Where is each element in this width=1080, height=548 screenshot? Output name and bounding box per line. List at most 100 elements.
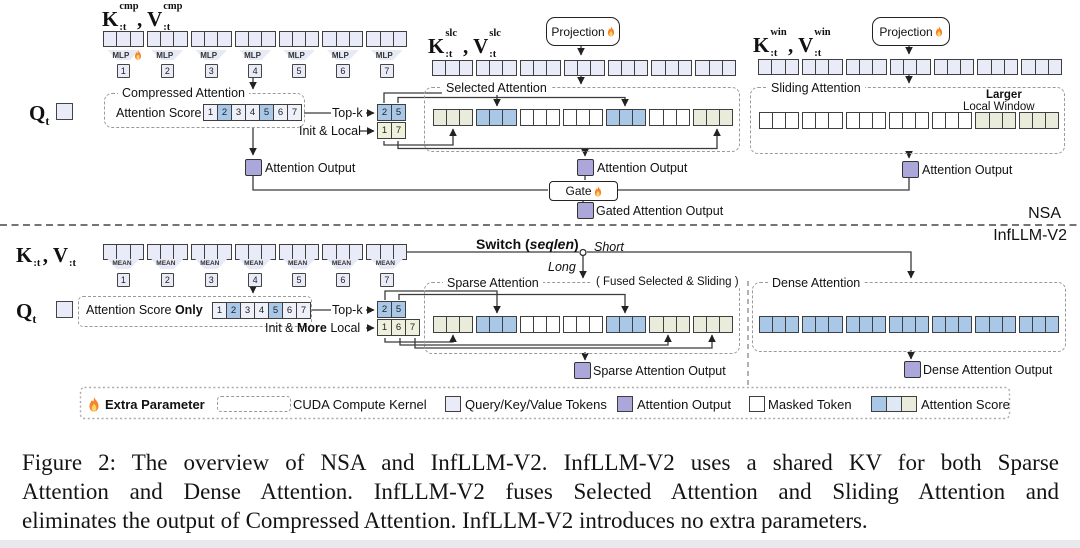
attention-output-label-2: Attention Output <box>597 161 688 175</box>
token-cell <box>589 316 604 333</box>
token-cell <box>545 109 560 126</box>
token-cell <box>988 316 1003 333</box>
token-cell <box>901 112 917 129</box>
attention-score-swatch <box>871 396 917 412</box>
token-cell <box>988 112 1003 129</box>
kv-slc-token-row <box>432 60 737 76</box>
token-cell <box>759 112 774 129</box>
projector-shade <box>107 50 140 60</box>
token-cell <box>721 60 737 76</box>
token-cell <box>392 31 408 47</box>
sparse-attention-output-label: Sparse Attention Output <box>593 364 726 378</box>
token-cell <box>771 59 786 75</box>
projector-shade <box>283 50 315 60</box>
token-cell <box>708 60 723 76</box>
unit-label: MLP <box>156 51 174 60</box>
token-cell <box>802 316 817 333</box>
token-cell <box>901 316 917 333</box>
score-cell: 5 <box>391 301 406 318</box>
token-cell <box>589 109 604 126</box>
token-cell <box>291 244 307 260</box>
projector-shade <box>195 50 228 60</box>
projector-shade <box>326 50 359 60</box>
projector-shade <box>283 259 315 269</box>
token-cell <box>606 316 621 333</box>
token-cell <box>815 112 830 129</box>
token-cell <box>888 316 903 333</box>
sparse-attention-output-box <box>574 362 591 379</box>
projector-shade <box>370 50 403 60</box>
token-cell <box>619 109 634 126</box>
projection-box-sliding: Projection <box>872 17 950 46</box>
token-cell <box>322 244 337 260</box>
block-number: 1 <box>116 273 131 287</box>
token-cell <box>379 244 394 260</box>
token-cell <box>1001 316 1016 333</box>
legend-label: Attention Output <box>637 396 731 412</box>
score-cell: 4 <box>245 104 260 121</box>
token-cell <box>632 316 647 333</box>
score-cell: 1 <box>212 302 227 319</box>
unit-label: MLP <box>331 51 349 60</box>
legend-item: Masked Token <box>749 395 852 413</box>
sparse-attention-title: Sparse Attention <box>443 276 543 290</box>
token-cell <box>932 112 947 129</box>
score-cell: 7 <box>405 319 420 336</box>
token-cell <box>278 244 293 260</box>
legend-item: CUDA Compute Kernel <box>217 395 427 413</box>
token-cell <box>392 244 408 260</box>
token-cell <box>705 316 720 333</box>
score-cell: 1 <box>377 319 392 336</box>
topk-label-top: Top-k <box>332 106 363 120</box>
sliding-attention-row <box>759 112 1059 129</box>
token-cell <box>335 244 351 260</box>
token-cell <box>489 60 504 76</box>
q-token-box-top <box>56 103 73 120</box>
token-cell <box>217 31 232 47</box>
projector-shade <box>195 259 228 269</box>
token-cell <box>1034 59 1049 75</box>
token-cell <box>519 60 535 76</box>
selected-attention-kernel <box>424 87 740 152</box>
gated-attention-output-label: Gated Attention Output <box>596 204 724 218</box>
unit-label: MLP <box>244 51 261 60</box>
token-cell <box>802 112 817 129</box>
token-cell <box>234 31 249 47</box>
fire-icon <box>88 396 100 412</box>
attention-score-label: Attention Score <box>116 106 202 120</box>
projector-shade <box>239 259 272 269</box>
block-number: 7 <box>380 273 394 287</box>
token-cell <box>946 59 962 75</box>
projector-shade <box>370 259 403 269</box>
token-cell <box>977 59 992 75</box>
legend-label: Masked Token <box>768 396 852 412</box>
sparse-attention-row <box>433 316 733 333</box>
token-cell <box>476 109 491 126</box>
token-cell <box>675 109 690 126</box>
token-cell <box>305 244 320 260</box>
score-cell: 7 <box>287 104 302 121</box>
token-cell <box>718 316 733 333</box>
token-cell <box>217 244 232 260</box>
token-cell <box>718 109 733 126</box>
score-cell: 6 <box>273 104 288 121</box>
token-cell <box>1044 112 1059 129</box>
score-cell: 5 <box>259 104 274 121</box>
score-cell: 5 <box>391 104 406 121</box>
token-cell <box>828 316 843 333</box>
token-cell <box>291 31 307 47</box>
token-cell <box>459 316 474 333</box>
projector-shade <box>151 259 184 269</box>
token-cell <box>445 60 460 76</box>
token-cell <box>889 59 904 75</box>
topk-label-bottom: Top-k <box>332 303 363 317</box>
token-cell <box>634 60 649 76</box>
token-cell <box>801 59 817 75</box>
token-cell <box>160 31 175 47</box>
legend-label: Query/Key/Value Tokens <box>465 396 607 412</box>
token-cell <box>476 316 491 333</box>
score-cell: 1 <box>377 122 392 139</box>
token-cell <box>664 60 680 76</box>
